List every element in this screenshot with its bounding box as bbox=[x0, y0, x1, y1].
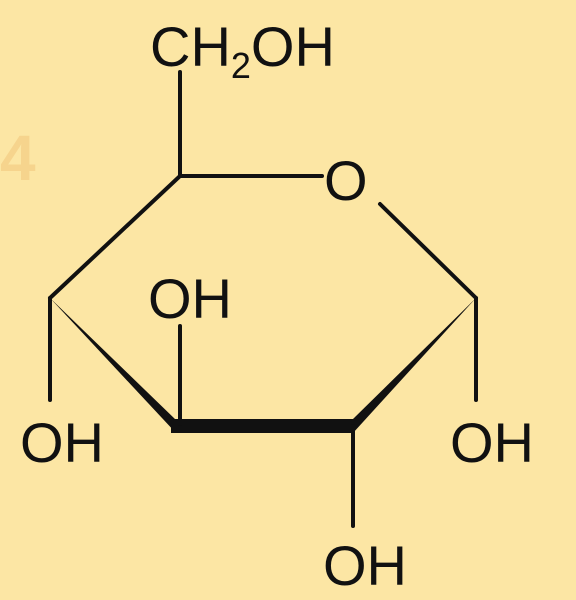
hydroxyl-c4-label: OH bbox=[20, 411, 104, 474]
bond-c5-c4 bbox=[48, 174, 182, 300]
ring-oxygen-label: O bbox=[324, 149, 368, 212]
background-number-mark: 4 bbox=[0, 122, 36, 194]
front-bond-c3-c2 bbox=[171, 419, 353, 433]
bond-o-c1 bbox=[378, 202, 478, 300]
hydroxyl-c1-label: OH bbox=[450, 411, 534, 474]
wedge-bond-c2-c1 bbox=[353, 298, 476, 433]
side-chain-label: CH2OH bbox=[150, 15, 335, 86]
hydroxyl-c3-label: OH bbox=[148, 267, 232, 330]
hydroxyl-c2-label: OH bbox=[323, 534, 407, 597]
wedge-bond-c4-c3 bbox=[50, 298, 176, 433]
